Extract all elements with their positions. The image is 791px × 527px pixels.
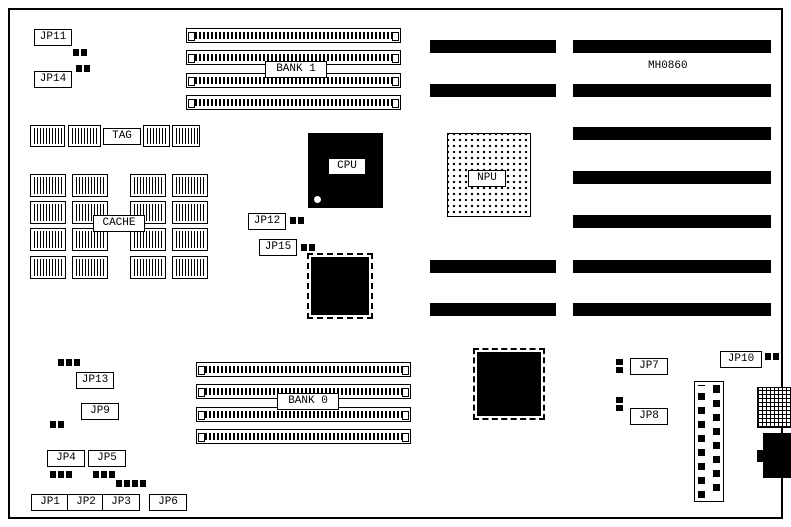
jp9-pins	[50, 421, 64, 428]
cache-chip	[30, 256, 66, 279]
label-cpu: CPU	[328, 158, 366, 175]
jp4-pins	[50, 471, 72, 478]
cache-chip	[130, 228, 166, 251]
cache-chip	[30, 174, 66, 197]
isa-slot-bar	[573, 303, 771, 316]
keyboard-connector	[757, 433, 791, 478]
board-model-text: MH0860	[648, 60, 688, 72]
jp14-pins	[76, 65, 90, 72]
isa-slot-bar	[573, 171, 771, 184]
label-jp13: JP13	[76, 372, 114, 389]
simm-socket-bank1	[186, 95, 401, 110]
cpu-pin1-dot	[314, 196, 321, 203]
label-tag: TAG	[103, 128, 141, 145]
simm-socket-bank1	[186, 28, 401, 43]
label-jp9: JP9	[81, 403, 119, 420]
cache-chip	[72, 256, 108, 279]
qfp-chip	[473, 348, 545, 420]
label-jp1: JP1	[31, 494, 69, 511]
label-jp7: JP7	[630, 358, 668, 375]
isa-slot-bar	[430, 260, 556, 273]
cache-chip	[30, 228, 66, 251]
label-jp6: JP6	[149, 494, 187, 511]
label-bank0: BANK 0	[277, 393, 339, 410]
cache-chip	[30, 201, 66, 224]
label-jp15: JP15	[259, 239, 297, 256]
cache-chip	[130, 174, 166, 197]
jp15-pins	[301, 244, 315, 251]
isa-slot-bar	[573, 40, 771, 53]
cache-chip	[130, 256, 166, 279]
tag-chip	[30, 125, 65, 147]
cache-chip	[72, 228, 108, 251]
isa-slot-bar	[430, 303, 556, 316]
cache-chip	[172, 201, 208, 224]
board-outline: MH0860 BANK 1 BANK 0 TAG	[8, 8, 791, 519]
jp11-pins	[73, 49, 87, 56]
simm-socket-bank0	[196, 362, 411, 377]
simm-socket-bank0	[196, 429, 411, 444]
pin-column	[698, 385, 705, 498]
jp5-pins	[93, 471, 115, 478]
label-cache: CACHE	[93, 215, 145, 232]
label-bank1: BANK 1	[265, 61, 327, 78]
label-jp14: JP14	[34, 71, 72, 88]
label-jp8: JP8	[630, 408, 668, 425]
jp10-pins	[765, 353, 779, 360]
cache-chip	[72, 174, 108, 197]
cache-chip	[172, 228, 208, 251]
isa-slot-bar	[573, 127, 771, 140]
pin-column	[713, 385, 720, 498]
label-jp11: JP11	[34, 29, 72, 46]
label-jp4: JP4	[47, 450, 85, 467]
hatched-component	[757, 387, 791, 428]
label-jp2: JP2	[67, 494, 105, 511]
jp8-pins	[616, 397, 623, 411]
isa-slot-bar	[573, 260, 771, 273]
jp7-pins	[616, 359, 623, 373]
tag-chip	[143, 125, 170, 147]
jp12-pins	[290, 217, 304, 224]
qfp-chip	[307, 253, 373, 319]
tag-chip	[172, 125, 200, 147]
isa-slot-bar	[430, 84, 556, 97]
tag-chip	[68, 125, 101, 147]
label-jp10: JP10	[720, 351, 762, 368]
jp13-pins	[58, 359, 80, 366]
isa-slot-bar	[430, 40, 556, 53]
label-npu: NPU	[468, 170, 506, 187]
label-jp5: JP5	[88, 450, 126, 467]
jp6-pins	[116, 480, 146, 487]
label-jp3: JP3	[102, 494, 140, 511]
cache-chip	[172, 256, 208, 279]
label-jp12: JP12	[248, 213, 286, 230]
cache-chip	[172, 174, 208, 197]
isa-slot-bar	[573, 215, 771, 228]
isa-slot-bar	[573, 84, 771, 97]
vertical-pin-connector	[694, 381, 724, 502]
